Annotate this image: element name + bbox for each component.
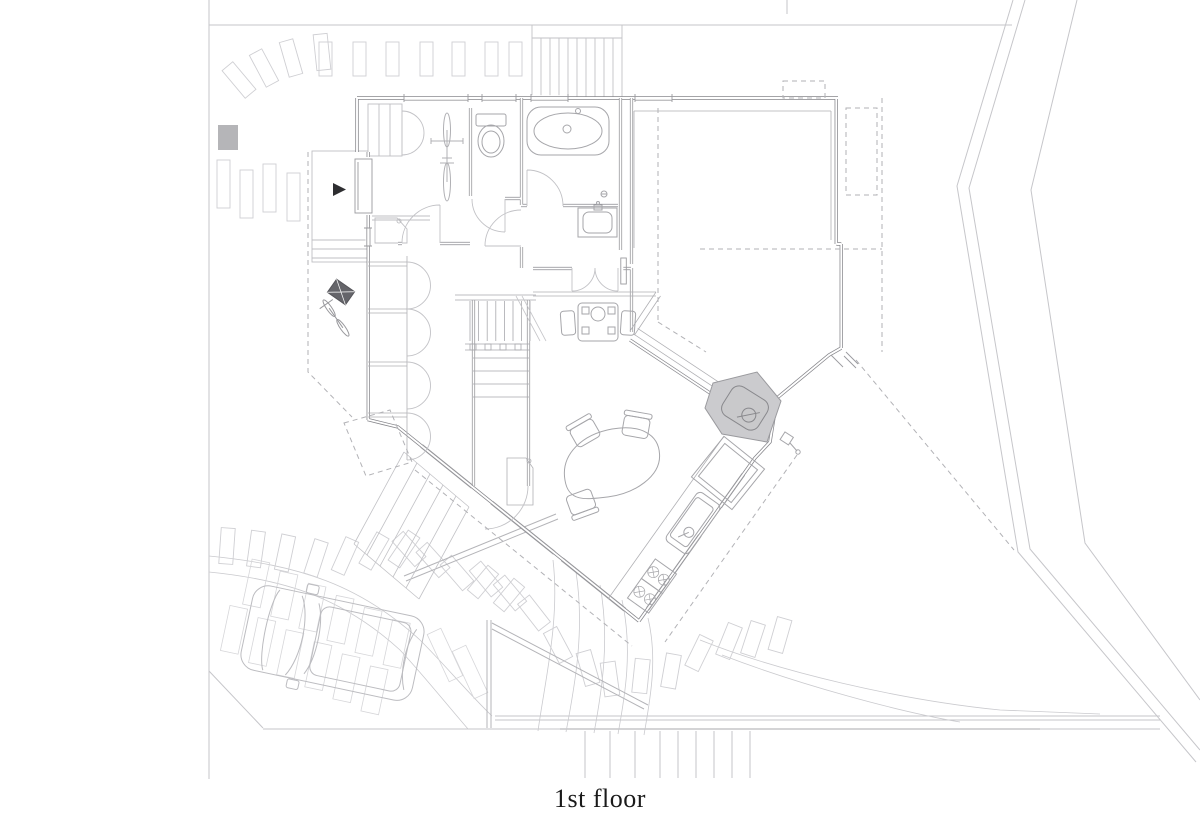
house-walls [355,96,843,623]
pantry-counter [690,435,766,511]
site-boundary [208,0,1200,779]
interior-lines [368,110,832,600]
toilet-icon [475,113,507,158]
cart-icon [326,278,356,306]
bicycle-icon [430,112,464,202]
study-table-icon [559,302,637,342]
staircase-icon [455,294,547,398]
fence-rails [403,513,649,728]
dashed-outlines [307,80,1015,647]
kitchen-sink-icon [665,491,721,555]
bathtub-icon [526,106,610,198]
car-icon [240,583,425,701]
stepping-stones [216,32,793,698]
fixtures [319,106,801,614]
floor-caption: 1st floor [554,784,646,813]
balcony-dashed [845,107,878,196]
exterior-steps [353,451,470,600]
dining-table-icon [563,427,661,500]
deck-dashed [343,409,413,477]
windows [354,94,859,612]
entrance-arrow-icon [333,183,346,196]
parking-pavers [219,558,489,716]
terrain-contours [208,555,1101,736]
hill-stairs [531,25,623,97]
gas-stove-icon [626,558,678,614]
concrete-pad [218,125,238,150]
chimney-dashed [782,80,826,99]
washbasin-icon [577,201,618,238]
garden-tap-icon [779,431,801,455]
wood-stove-icon [704,371,782,443]
dining-chairs [565,409,653,521]
door-arcs [401,110,619,530]
kid-bicycle-icon [319,299,350,337]
